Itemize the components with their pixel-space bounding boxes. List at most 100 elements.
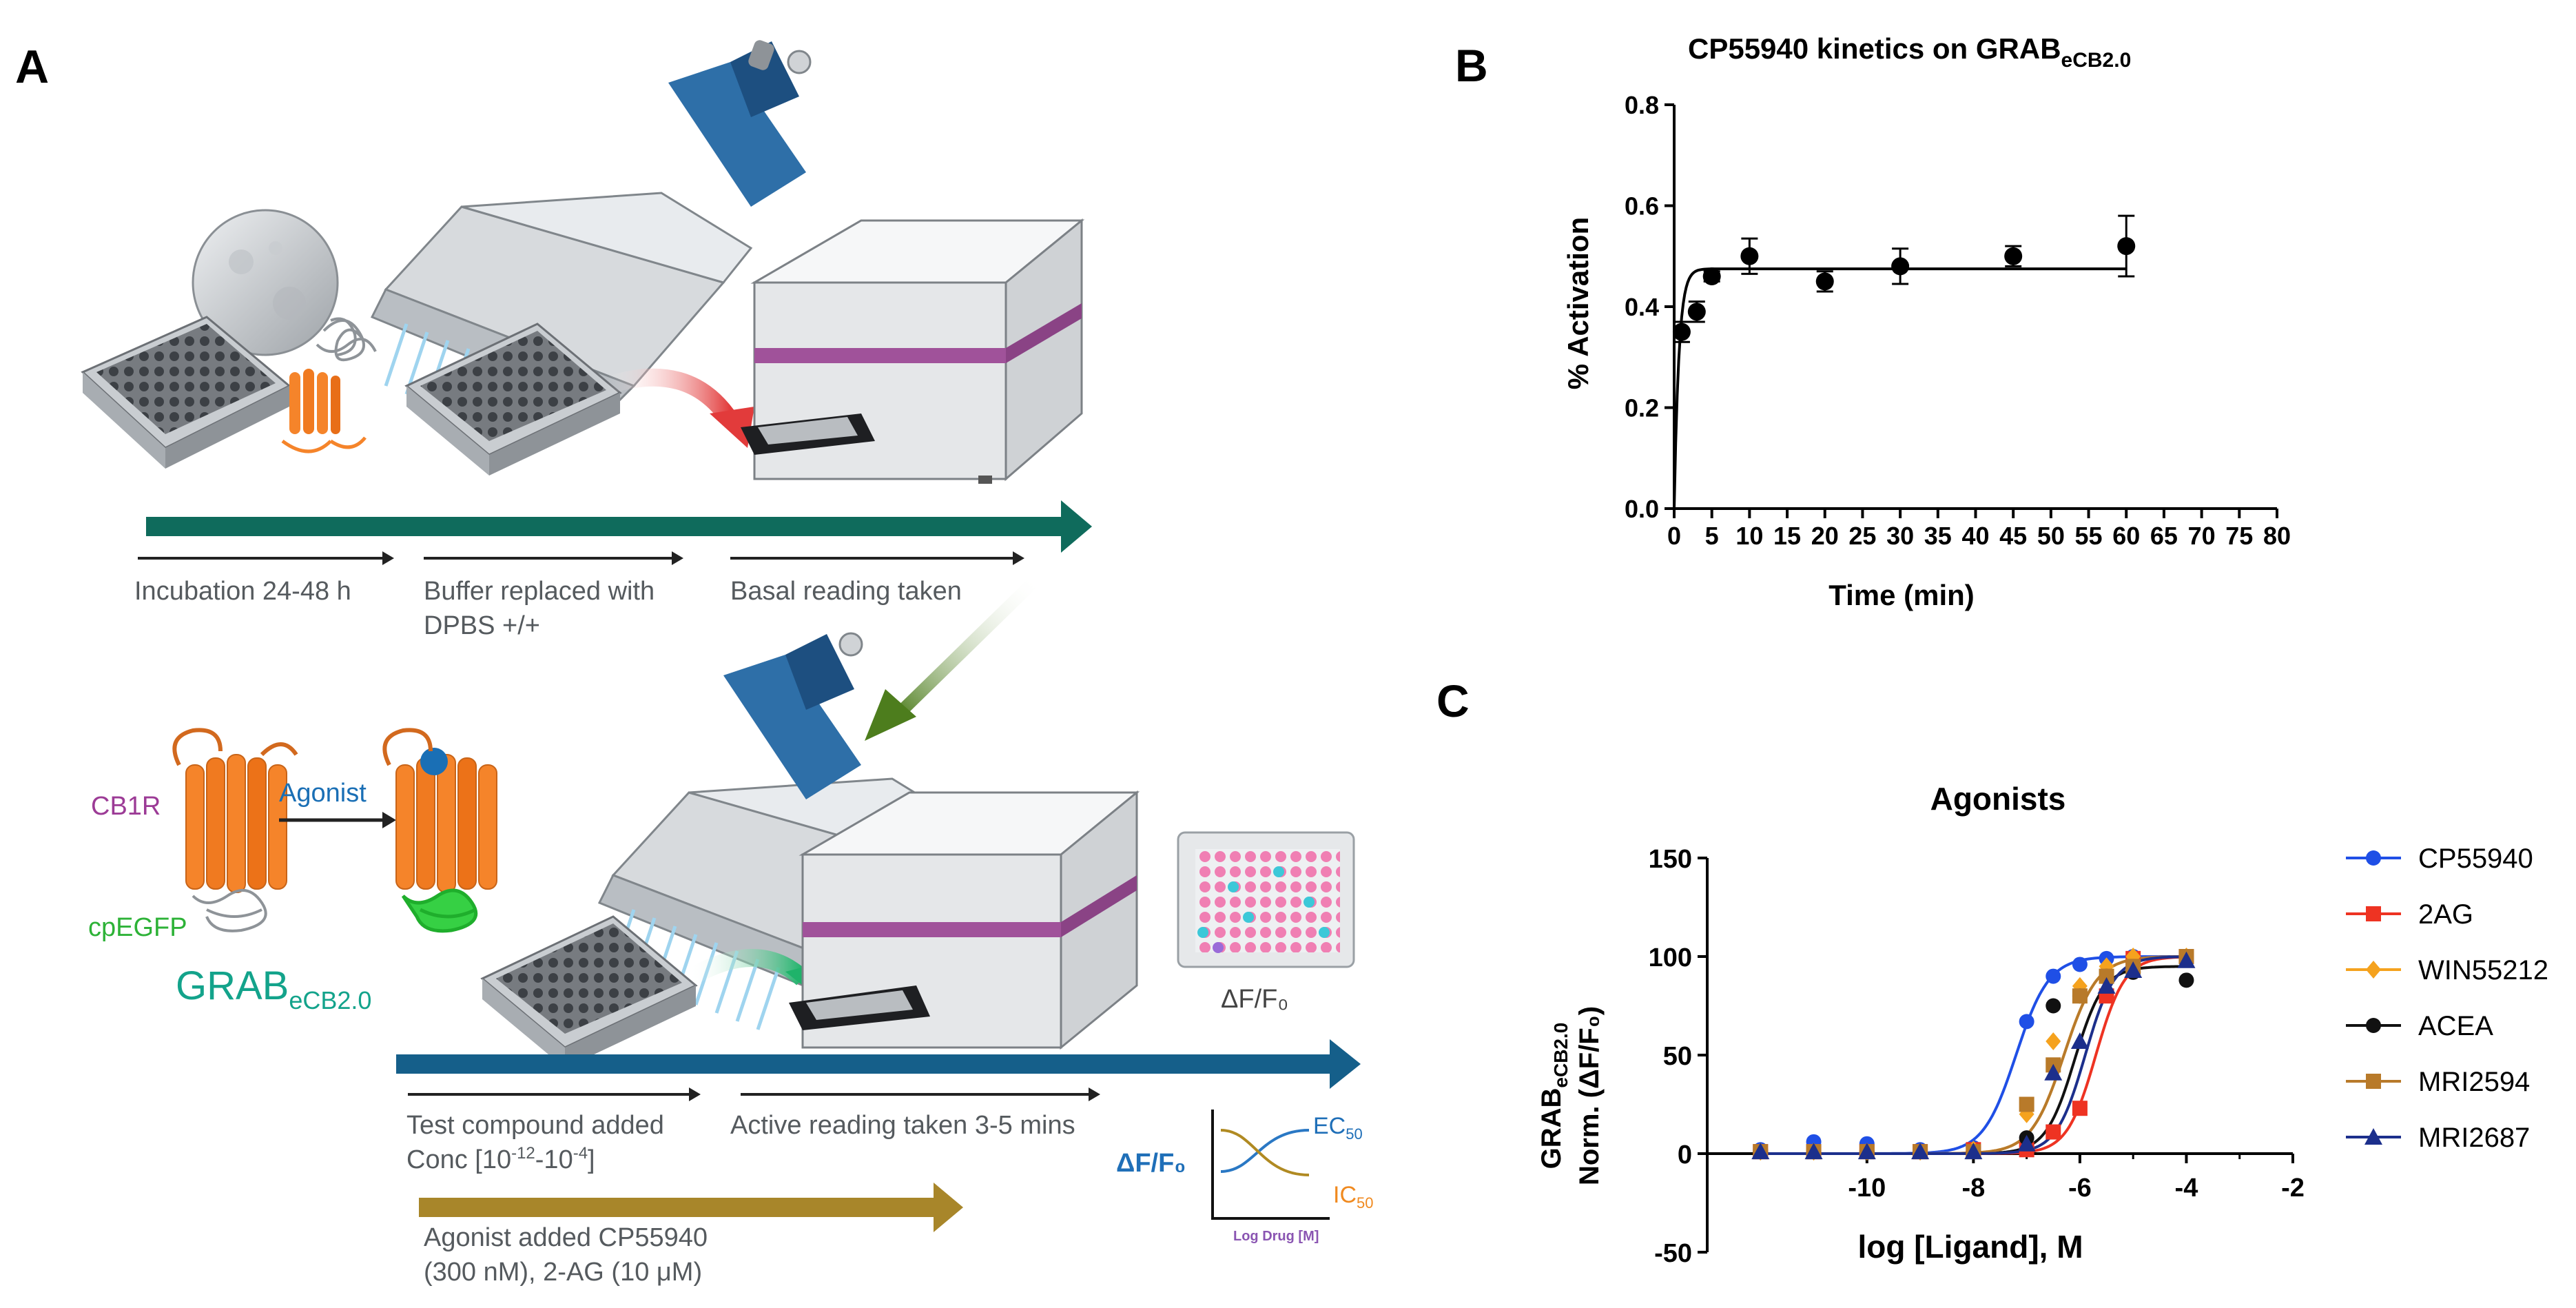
- fit-curve-2ag: [1760, 955, 2187, 1155]
- chart-b-ylabel: % Activation: [1562, 217, 1594, 389]
- y-tick-label: -50: [1654, 1239, 1692, 1268]
- panel-label-a: A: [15, 41, 49, 93]
- step-label-test-compound: Test compound added: [406, 1111, 664, 1140]
- x-tick-label: -10: [1848, 1174, 1886, 1203]
- data-point: [2046, 1124, 2061, 1140]
- x-tick-label: 5: [1705, 522, 1719, 550]
- agonist-ligand-icon: [420, 748, 448, 775]
- x-tick-label: 0: [1667, 522, 1681, 550]
- mini-plot-ec50: EC50: [1313, 1113, 1363, 1143]
- data-point: [2366, 1018, 2381, 1033]
- panel-a: Incubation 24-48 h Buffer replaced with …: [81, 40, 1373, 1287]
- well-plate-icon: [81, 316, 291, 469]
- receptor-icon: [281, 369, 367, 453]
- plate-reader-icon: [789, 790, 1140, 1050]
- step-label-concentration: Conc [10-12-10-4]: [406, 1144, 595, 1174]
- protein-tangle-icon: [316, 317, 377, 362]
- agonist-note-line-1: Agonist added CP55940: [424, 1223, 708, 1252]
- data-point: [1911, 1143, 1930, 1160]
- data-point: [2004, 247, 2023, 265]
- legend-label: WIN55212: [2418, 955, 2548, 985]
- x-tick-label: -4: [2175, 1174, 2198, 1203]
- x-tick-label: 40: [1961, 522, 1989, 550]
- data-point: [1751, 1143, 1770, 1160]
- y-tick-label: 0.4: [1625, 293, 1659, 321]
- chart-c-title: Agonists: [1930, 781, 2066, 817]
- x-tick-label: 20: [1811, 522, 1839, 550]
- data-point: [1740, 247, 1759, 265]
- data-point: [2124, 961, 2143, 979]
- step-label-incubation: Incubation 24-48 h: [134, 577, 351, 606]
- step-label-active-reading: Active reading taken 3-5 mins: [730, 1111, 1075, 1140]
- x-tick-label: -2: [2281, 1174, 2305, 1203]
- data-point: [2177, 951, 2196, 968]
- x-tick-label: 80: [2263, 522, 2291, 550]
- fit-curve-acea: [1760, 965, 2187, 1155]
- data-point: [2070, 1032, 2089, 1049]
- chart-b-axes: [1673, 105, 2277, 510]
- transfer-arrow: [684, 949, 809, 987]
- data-point: [2072, 988, 2088, 1004]
- y-tick-label: 0.2: [1625, 394, 1659, 422]
- data-point: [2046, 968, 2061, 984]
- receptor-inactive-icon: [172, 728, 298, 932]
- legend-label: MRI2594: [2418, 1067, 2530, 1097]
- data-point: [2366, 1074, 2381, 1089]
- mini-dose-response-plot: ΔF/F₀ Log Drug [M] EC50 IC50: [1116, 1110, 1373, 1244]
- fit-curve-mri2594: [1760, 955, 2187, 1155]
- x-tick-label: -8: [1961, 1174, 1985, 1203]
- timeline-arrow-2: [396, 1054, 1337, 1074]
- plate-reader-icon: [741, 218, 1085, 484]
- chart-c-curves: [1760, 955, 2187, 1155]
- data-point: [2046, 1032, 2061, 1050]
- chart-b-xlabel: Time (min): [1828, 579, 1975, 611]
- data-point: [2097, 977, 2116, 994]
- step-label-buffer: Buffer replaced with: [424, 577, 655, 606]
- fit-curve-mri2687: [1760, 955, 2187, 1155]
- data-point: [2072, 1101, 2088, 1116]
- receptor-active-icon: [382, 728, 497, 933]
- x-tick-label: 50: [2037, 522, 2065, 550]
- transfer-arrow: [603, 368, 738, 426]
- data-point: [2366, 850, 2381, 866]
- result-plate-icon: [1177, 831, 1355, 968]
- y-tick-label: 100: [1649, 943, 1692, 972]
- mini-plot-ic50: IC50: [1333, 1182, 1373, 1212]
- data-point: [2046, 998, 2061, 1014]
- x-tick-label: -6: [2068, 1174, 2092, 1203]
- agonist-note-line-2: (300 nM), 2-AG (10 μM): [424, 1258, 702, 1287]
- x-tick-label: 55: [2075, 522, 2103, 550]
- x-tick-label: 60: [2112, 522, 2140, 550]
- mini-plot-ylabel: ΔF/F₀: [1116, 1149, 1186, 1178]
- chart-c-ylabel-line1: GRABeCB2.0: [1536, 1023, 1572, 1169]
- plate-readout-label: ΔF/F₀: [1221, 985, 1288, 1014]
- data-point: [1672, 323, 1691, 341]
- legend-label: MRI2687: [2418, 1123, 2530, 1153]
- chart-c-points: [1751, 948, 2196, 1161]
- data-point: [1964, 1143, 1983, 1160]
- data-point: [2366, 906, 2381, 921]
- data-point: [2117, 237, 2136, 256]
- moon-icon: [192, 209, 339, 356]
- chart-c-axes: [1706, 858, 2293, 1252]
- y-tick-label: 0.0: [1625, 495, 1659, 523]
- y-tick-label: 0.8: [1625, 91, 1659, 119]
- step-label-basal: Basal reading taken: [730, 577, 962, 606]
- data-point: [1702, 267, 1721, 286]
- data-point: [1687, 303, 1706, 321]
- legend-label: 2AG: [2418, 899, 2473, 930]
- x-tick-label: 75: [2225, 522, 2253, 550]
- x-tick-label: 15: [1773, 522, 1801, 550]
- chart-c-xlabel: log [Ligand], M: [1857, 1229, 2083, 1265]
- data-point: [2099, 968, 2114, 984]
- cb1r-label: CB1R: [91, 792, 161, 821]
- data-point: [2364, 1128, 2382, 1145]
- process-arrow-diagonal: [891, 574, 1042, 722]
- chart-kinetics: CP55940 kinetics on GRABeCB2.0 0.00.20.4…: [1562, 32, 2291, 611]
- legend-label: CP55940: [2418, 844, 2533, 874]
- step-label-dpbs: DPBS +/+: [424, 611, 540, 640]
